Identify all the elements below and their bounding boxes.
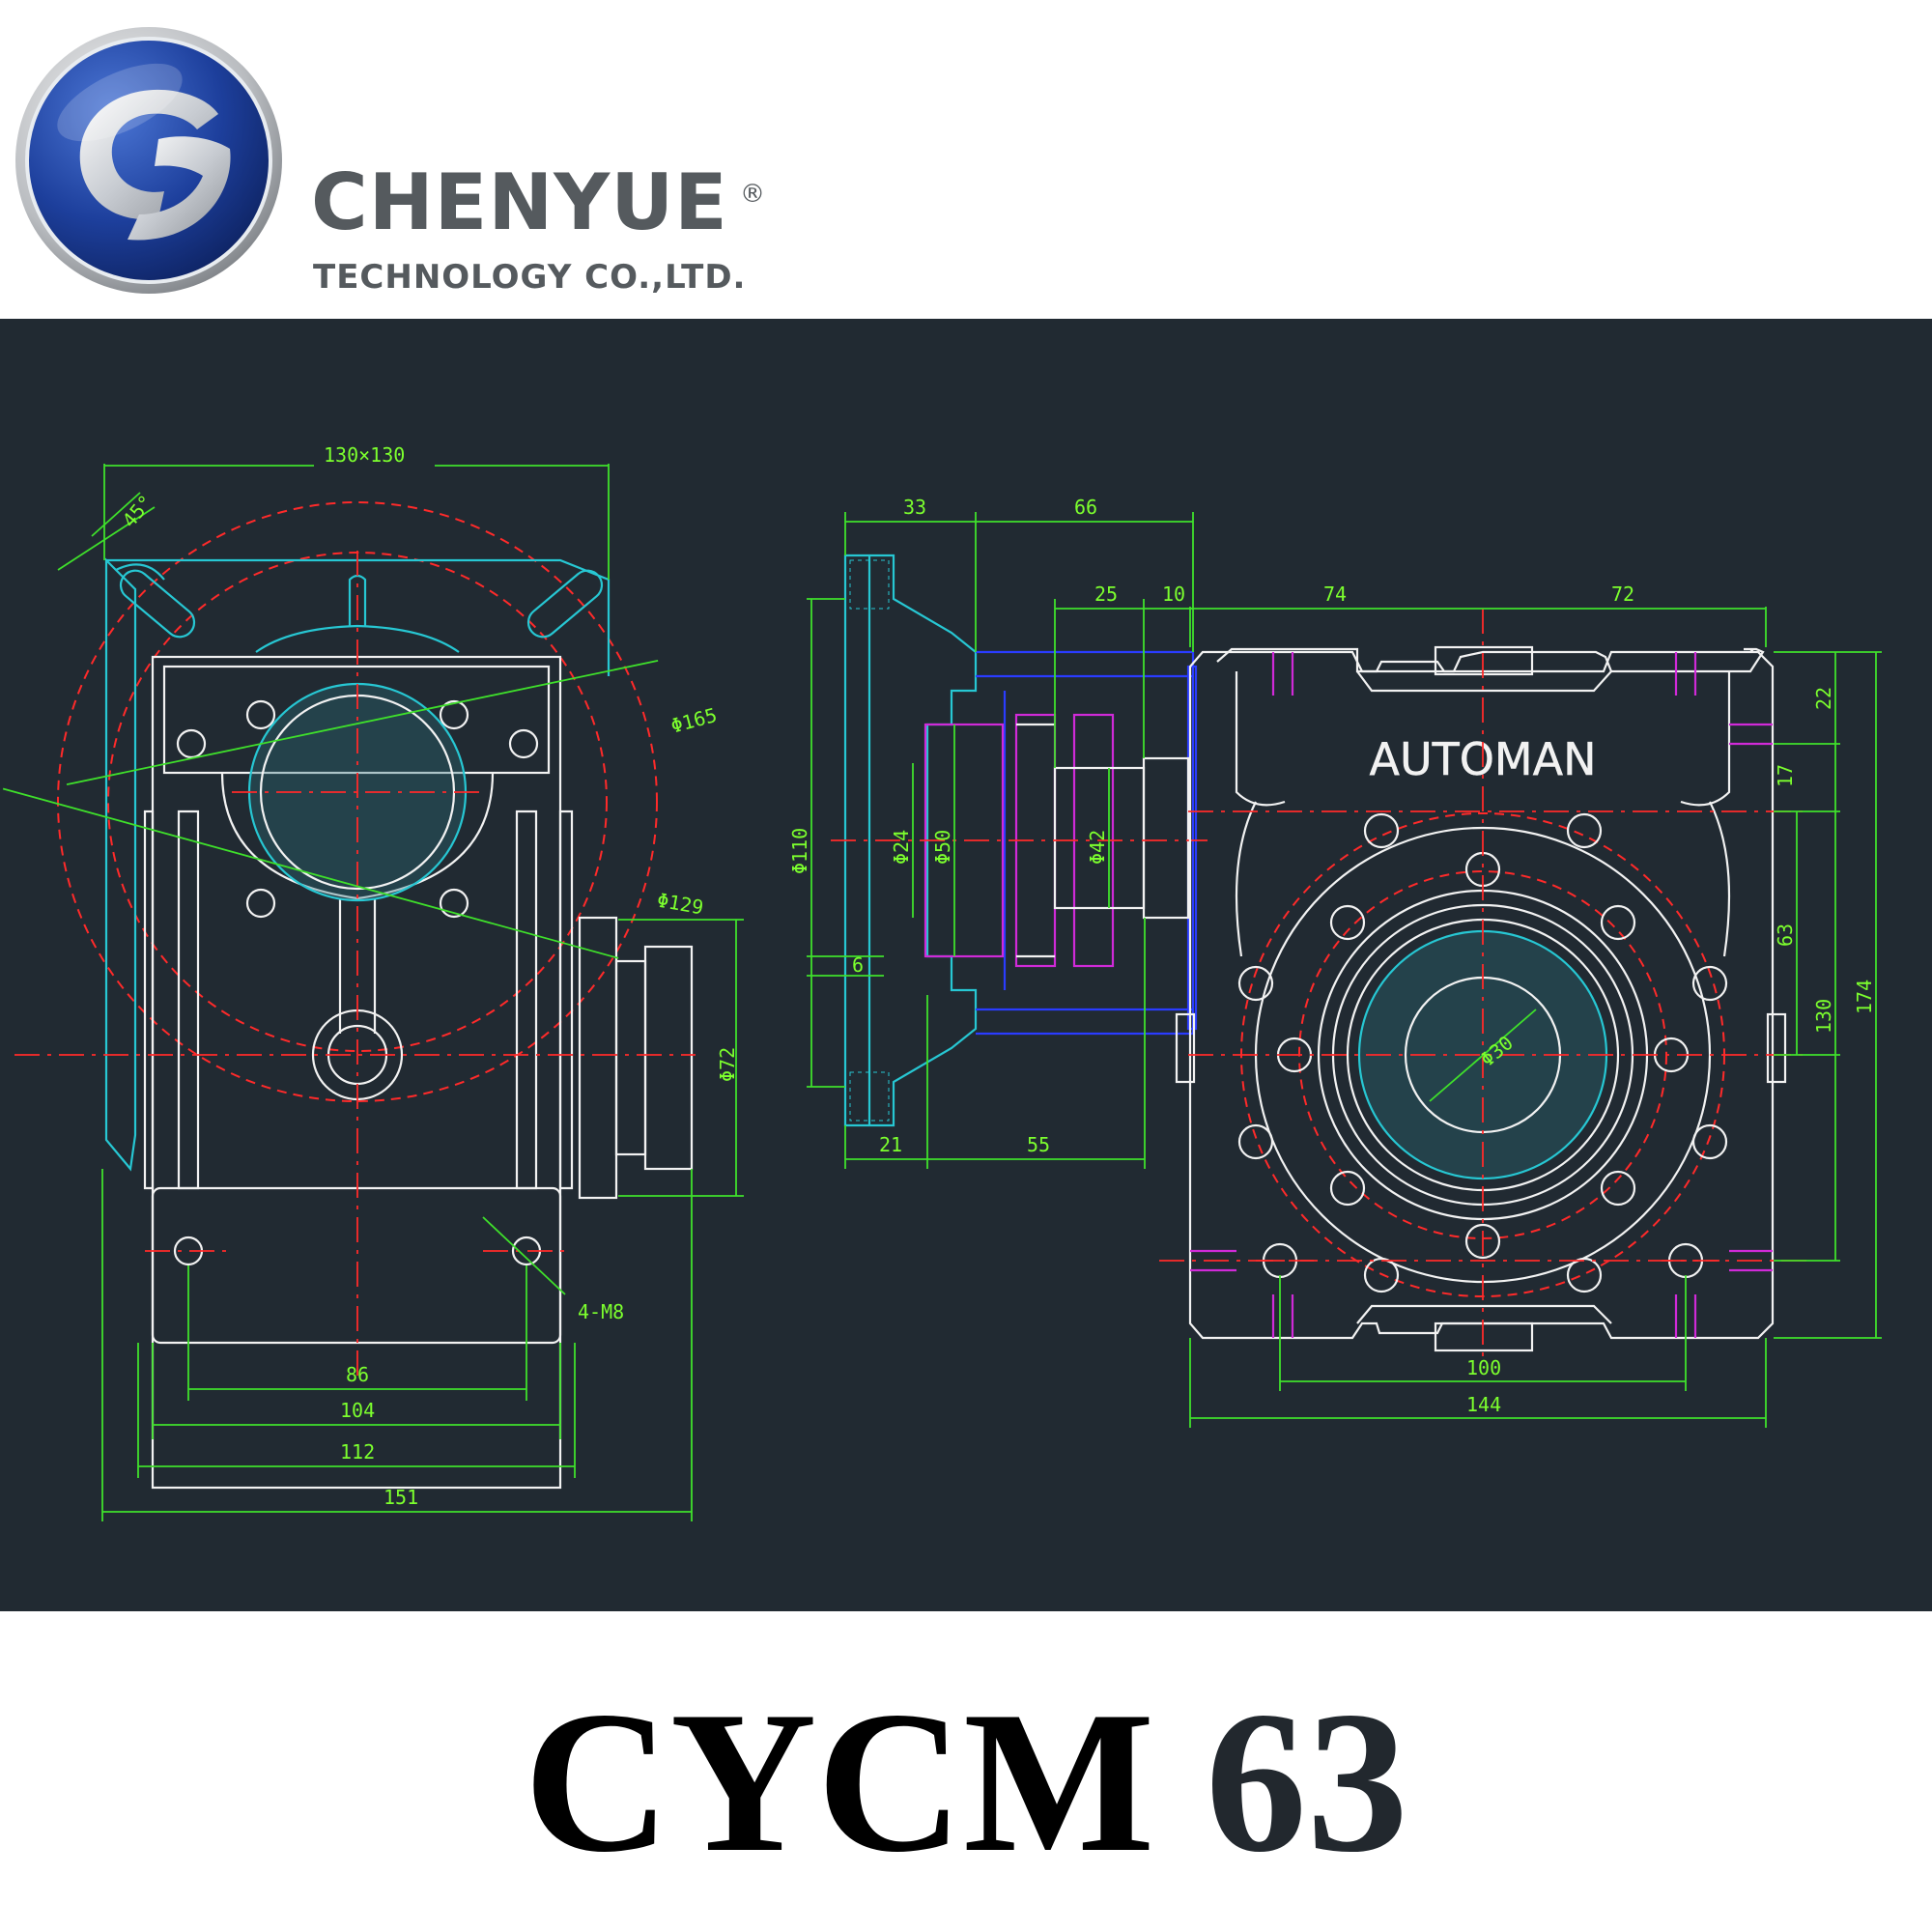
- front-output-cap: [643, 945, 694, 1171]
- dim-section-10: 10: [1162, 582, 1185, 606]
- front-housing-right-rib: [515, 810, 538, 1190]
- front-bolt-hole: [508, 728, 539, 759]
- dim-side-22: 22: [1812, 687, 1835, 710]
- side-bottom-boss: [1434, 1321, 1534, 1352]
- dim-section-66: 66: [1074, 496, 1097, 519]
- dim-leader-m8: [482, 1216, 566, 1295]
- header: CHENYUE ® TECHNOLOGY CO.,LTD.: [0, 0, 1932, 319]
- front-flange-left: [104, 557, 137, 1172]
- front-flange-arc: [255, 624, 460, 653]
- dim-pcd-inner: Φ129: [655, 888, 705, 919]
- side-housing-contour: [1235, 671, 1286, 807]
- dim-line-165: [66, 660, 659, 786]
- dim-section-33: 33: [903, 496, 926, 519]
- side-housing: [1188, 650, 1775, 1340]
- brand-name: CHENYUE: [311, 157, 728, 247]
- side-right-lug: [1766, 1012, 1787, 1084]
- dim-line-129: [2, 787, 619, 959]
- dim-line-bore: [1429, 1009, 1537, 1102]
- dim-line-angle: [91, 492, 141, 537]
- side-hidden-holes: [1190, 652, 1773, 1338]
- dim-shaft-dia: Φ72: [716, 1047, 739, 1082]
- dim-width-104: 104: [340, 1399, 375, 1422]
- front-bolt-hole: [176, 728, 207, 759]
- side-housing-contour: [1709, 801, 1731, 957]
- model-number: 63: [1205, 1670, 1408, 1894]
- front-bolt-hole: [439, 888, 469, 919]
- dim-section-110: Φ110: [788, 828, 811, 874]
- dim-angle: 45°: [118, 491, 158, 532]
- section-view: 33 66 25 10 Φ110 Φ24 Φ50 Φ42 6 21 55: [788, 496, 1208, 1169]
- dim-section-24: Φ24: [890, 830, 913, 865]
- dim-side-17: 17: [1774, 764, 1797, 787]
- front-bolt-hole: [245, 699, 276, 730]
- section-flange-hatch: [849, 559, 890, 1122]
- dim-section-42: Φ42: [1086, 830, 1109, 865]
- dim-section-25: 25: [1094, 582, 1118, 606]
- front-slot-right: [526, 569, 604, 639]
- model-prefix: CYCM: [524, 1670, 1155, 1894]
- side-housing-contour: [1680, 671, 1731, 807]
- front-housing-top: [162, 665, 551, 775]
- dim-side-130: 130: [1812, 999, 1835, 1034]
- section-body: [976, 650, 1195, 1036]
- side-housing-top-inner: [1356, 670, 1612, 693]
- front-bolt-hole: [245, 888, 276, 919]
- registered-mark: ®: [740, 180, 765, 209]
- model-title: CYCM 63: [0, 1681, 1932, 1884]
- side-housing-bottom-inner: [1356, 1304, 1612, 1324]
- front-pcd-outer-circle: [57, 501, 658, 1102]
- dim-width-151: 151: [384, 1486, 418, 1509]
- dim-width-86: 86: [346, 1363, 369, 1386]
- dim-section-21: 21: [879, 1133, 902, 1156]
- side-housing-contour: [1235, 801, 1257, 957]
- dim-side-144: 144: [1466, 1393, 1501, 1416]
- side-view: AUTOMAN: [1159, 582, 1882, 1428]
- section-shaft-collar: [1142, 756, 1190, 920]
- dim-side-100: 100: [1466, 1356, 1501, 1379]
- dim-line-angle: [57, 506, 156, 571]
- front-bolt-hole: [439, 699, 469, 730]
- dim-side-74: 74: [1323, 582, 1347, 606]
- brand-subtitle: TECHNOLOGY CO.,LTD.: [313, 258, 747, 297]
- side-left-lug: [1175, 1012, 1196, 1084]
- dim-side-174: 174: [1853, 980, 1876, 1014]
- technical-drawing-panel: 130×130 45° Φ165 Φ129 Φ72 4-M8 86 104 11…: [0, 319, 1932, 1611]
- chenyue-cy-logo-icon: [15, 27, 282, 294]
- front-housing-left-rib: [143, 810, 155, 1190]
- front-housing-base: [151, 1186, 562, 1345]
- dim-section-6: 6: [852, 953, 864, 977]
- dim-flange-square: 130×130: [324, 443, 405, 467]
- dim-section-55: 55: [1027, 1133, 1050, 1156]
- dim-pcd-outer: Φ165: [668, 703, 720, 738]
- front-output-hub: [614, 959, 647, 1156]
- front-slot-left: [119, 569, 196, 639]
- front-flange-slot-left: [115, 563, 165, 581]
- drawing-canvas: 130×130 45° Φ165 Φ129 Φ72 4-M8 86 104 11…: [2, 443, 1882, 1521]
- front-view: 130×130 45° Φ165 Φ129 Φ72 4-M8 86 104 11…: [2, 443, 744, 1521]
- dim-side-72: 72: [1611, 582, 1634, 606]
- front-housing-left-rib2: [177, 810, 200, 1190]
- dim-holes: 4-M8: [578, 1300, 624, 1323]
- side-top-boss: [1434, 645, 1534, 676]
- dim-section-50: Φ50: [931, 830, 954, 865]
- dim-side-63: 63: [1774, 923, 1797, 947]
- dim-width-112: 112: [340, 1440, 375, 1463]
- front-housing-right-rib2: [558, 810, 574, 1190]
